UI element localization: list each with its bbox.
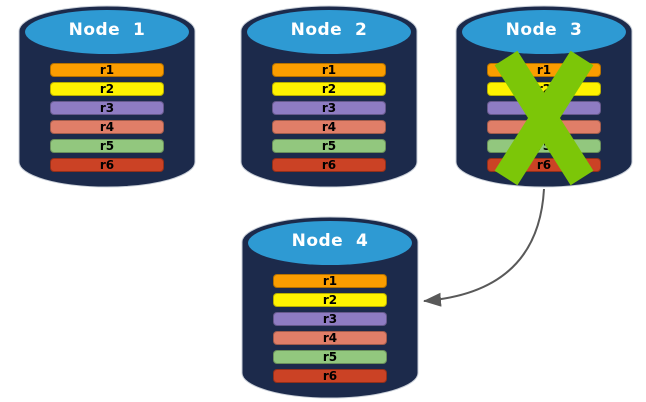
record-bar: r2 <box>272 82 386 96</box>
node-2: Node 2 r1 r2 r3 r4 r5 r6 <box>240 5 418 191</box>
record-bar: r6 <box>273 369 387 383</box>
record-bar: r3 <box>50 101 164 115</box>
record-bar: r3 <box>272 101 386 115</box>
record-bar: r1 <box>50 63 164 77</box>
cylinder-top <box>247 10 411 54</box>
record-list: r1 r2 r3 r4 r5 r6 <box>50 63 164 172</box>
record-bar: r1 <box>487 63 601 77</box>
record-bar: r5 <box>273 350 387 364</box>
record-list: r1 r2 r3 r4 r5 r6 <box>272 63 386 172</box>
node-3: Node 3 r1 r2 r3 r4 r5 r6 <box>455 5 633 191</box>
cylinder-top <box>462 10 626 54</box>
record-bar: r4 <box>50 120 164 134</box>
record-bar: r6 <box>50 158 164 172</box>
record-list: r1 r2 r3 r4 r5 r6 <box>273 274 387 383</box>
node-4: Node 4 r1 r2 r3 r4 r5 r6 <box>241 216 419 402</box>
record-bar: r5 <box>272 139 386 153</box>
record-bar: r3 <box>273 312 387 326</box>
record-bar: r5 <box>50 139 164 153</box>
record-bar: r2 <box>273 293 387 307</box>
record-bar: r6 <box>487 158 601 172</box>
record-bar: r6 <box>272 158 386 172</box>
record-list: r1 r2 r3 r4 r5 r6 <box>487 63 601 172</box>
record-bar: r2 <box>487 82 601 96</box>
record-bar: r3 <box>487 101 601 115</box>
record-bar: r1 <box>272 63 386 77</box>
reassignment-arrow <box>423 188 545 307</box>
node-title: Node 1 <box>68 20 146 40</box>
node-1: Node 1 r1 r2 r3 r4 r5 r6 <box>18 5 196 191</box>
node-title: Node 4 <box>291 231 369 251</box>
record-bar: r4 <box>273 331 387 345</box>
record-bar: r4 <box>272 120 386 134</box>
record-bar: r1 <box>273 274 387 288</box>
record-bar: r4 <box>487 120 601 134</box>
record-bar: r5 <box>487 139 601 153</box>
record-bar: r2 <box>50 82 164 96</box>
node-title: Node 3 <box>505 20 583 40</box>
cylinder-top <box>25 10 189 54</box>
node-title: Node 2 <box>290 20 368 40</box>
cylinder-top <box>248 221 412 265</box>
